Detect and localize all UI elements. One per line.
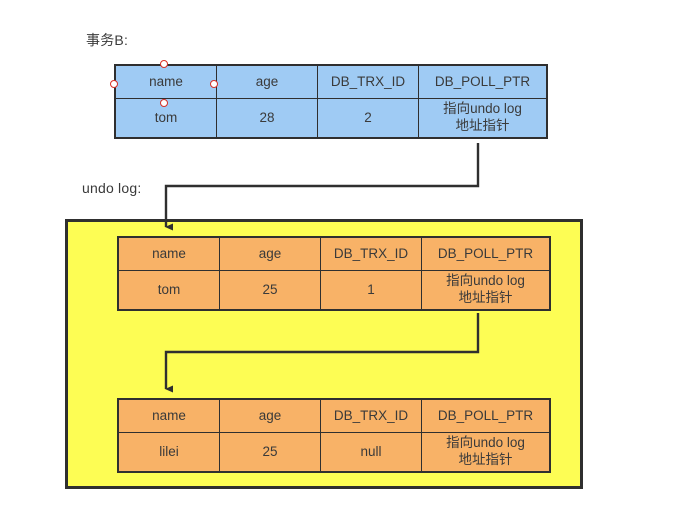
value-cell-db-trx-id: 2 [317, 98, 419, 139]
header-cell-name: name [114, 64, 217, 99]
value-cell-age: 28 [216, 98, 318, 139]
value-cell-name: tom [117, 270, 220, 311]
pointer-text-line-2: 地址指针 [458, 290, 513, 305]
selection-handle-right[interactable] [210, 80, 218, 88]
value-cell-age: 25 [219, 270, 321, 311]
selection-handle-top[interactable] [160, 60, 168, 68]
header-cell-db-poll-ptr: DB_POLL_PTR [418, 64, 548, 99]
header-cell-db-trx-id: DB_TRX_ID [317, 64, 419, 99]
selection-handle-left[interactable] [110, 80, 118, 88]
header-cell-db-trx-id: DB_TRX_ID [320, 236, 422, 271]
table-undo-record-1[interactable]: name age DB_TRX_ID DB_POLL_PTR tom 25 1 … [117, 236, 551, 311]
table-undo-record-2[interactable]: name age DB_TRX_ID DB_POLL_PTR lilei 25 … [117, 398, 551, 473]
value-cell-db-poll-ptr: 指向undo log 地址指针 [421, 270, 551, 311]
table-row: name age DB_TRX_ID DB_POLL_PTR [117, 236, 551, 271]
header-cell-db-trx-id: DB_TRX_ID [320, 398, 422, 433]
header-cell-name: name [117, 398, 220, 433]
value-cell-db-poll-ptr: 指向undo log 地址指针 [418, 98, 548, 139]
table-row: lilei 25 null 指向undo log 地址指针 [117, 432, 551, 473]
arrow-txn-to-undo1 [164, 143, 480, 231]
value-cell-db-trx-id: null [320, 432, 422, 473]
header-cell-age: age [216, 64, 318, 99]
value-cell-db-poll-ptr: 指向undo log 地址指针 [421, 432, 551, 473]
pointer-text-line-1: 指向undo log [443, 101, 522, 117]
transaction-b-label: 事务B: [86, 32, 129, 48]
pointer-text-line-2: 地址指针 [455, 118, 510, 133]
table-row: name age DB_TRX_ID DB_POLL_PTR [117, 398, 551, 433]
header-cell-age: age [219, 398, 321, 433]
table-row: tom 28 2 指向undo log 地址指针 [114, 98, 548, 139]
table-row: tom 25 1 指向undo log 地址指针 [117, 270, 551, 311]
pointer-text-line-1: 指向undo log [446, 273, 525, 289]
header-cell-db-poll-ptr: DB_POLL_PTR [421, 398, 551, 433]
value-cell-name: lilei [117, 432, 220, 473]
undo-log-label: undo log: [82, 180, 142, 196]
header-cell-age: age [219, 236, 321, 271]
header-cell-name: name [117, 236, 220, 271]
table-txn-b-record[interactable]: name age DB_TRX_ID DB_POLL_PTR tom 28 2 … [114, 64, 548, 139]
table-row: name age DB_TRX_ID DB_POLL_PTR [114, 64, 548, 99]
selection-handle-bottom[interactable] [160, 99, 168, 107]
value-cell-db-trx-id: 1 [320, 270, 422, 311]
pointer-text-line-2: 地址指针 [458, 452, 513, 467]
header-cell-db-poll-ptr: DB_POLL_PTR [421, 236, 551, 271]
value-cell-age: 25 [219, 432, 321, 473]
pointer-text-line-1: 指向undo log [446, 435, 525, 451]
